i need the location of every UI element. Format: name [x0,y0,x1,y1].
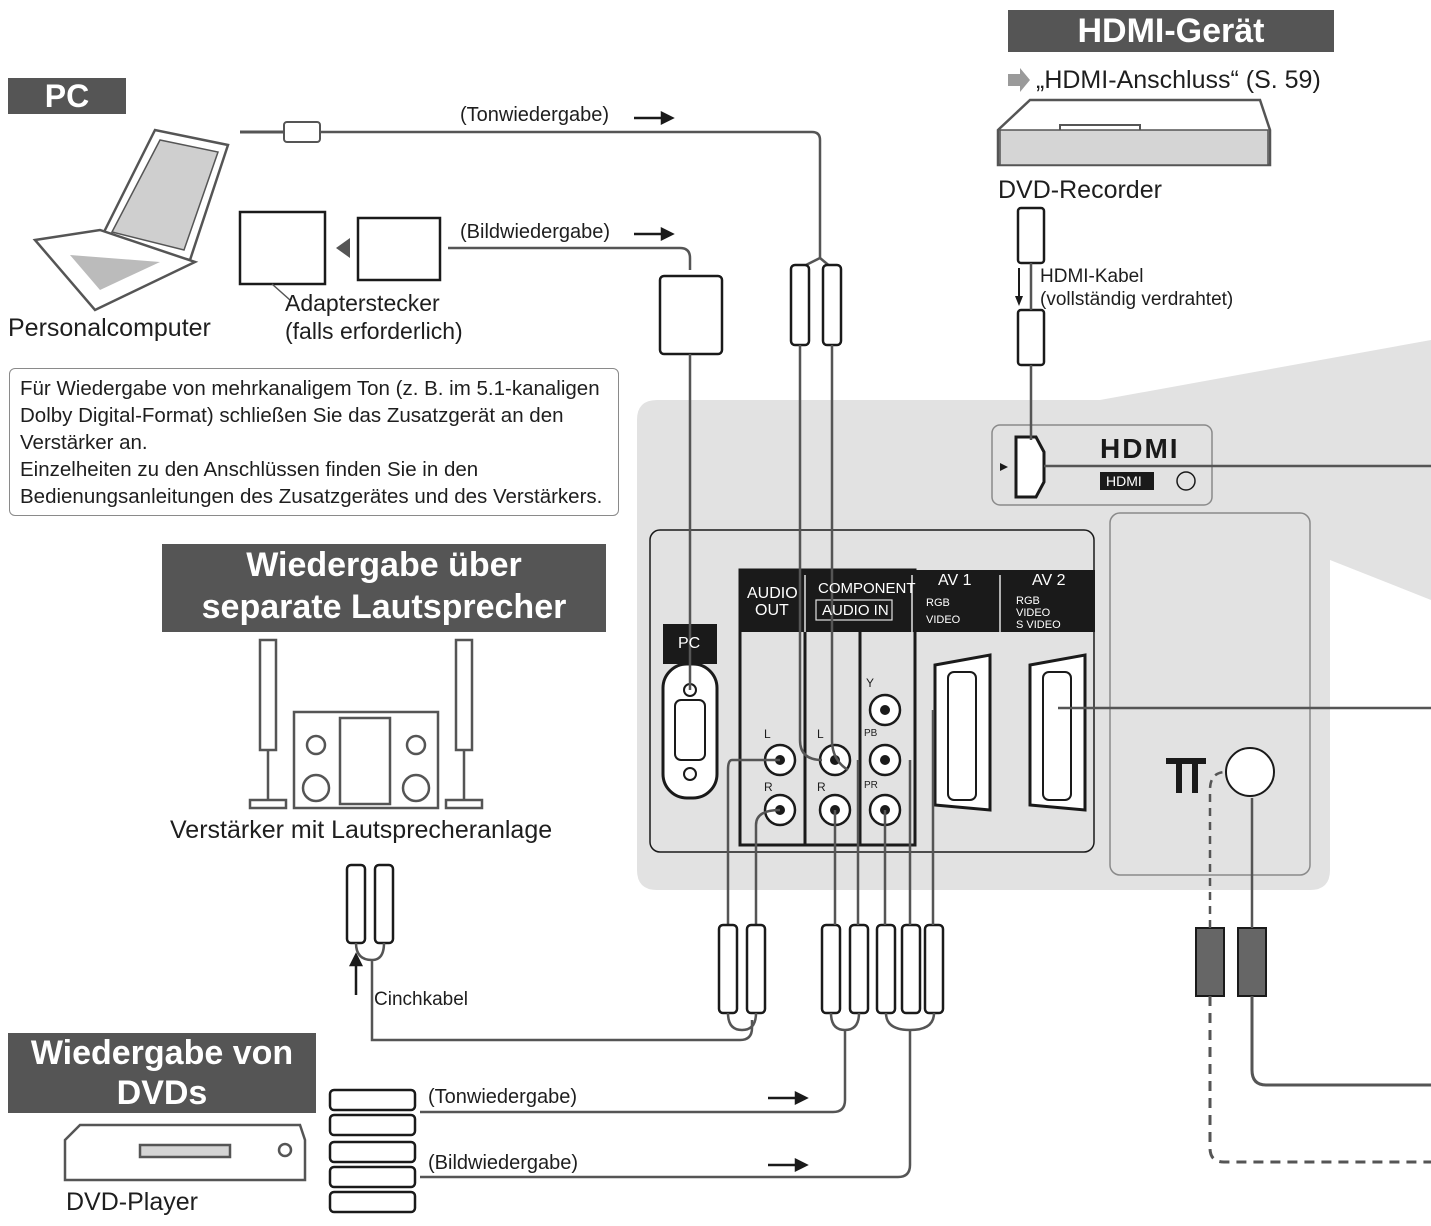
pc-audio-plug-left [789,263,811,347]
pc-port-label: PC [678,635,701,652]
hdmi-plug-top [1016,206,1046,265]
component-y-label: Y [866,676,875,690]
speakers-banner-line1: Wiedergabe über [246,546,522,584]
audio-in-r-label: R [817,780,826,794]
pc-banner: PC [8,78,126,114]
av2-label: AV 2 [1032,572,1066,589]
multichannel-note: Für Wiedergabe von mehrkanaligem Ton (z.… [9,368,619,516]
antenna-socket [1225,747,1275,797]
amp-cinch-plugs [345,863,395,945]
hdmi-cable-label-line2: (vollständig verdrahtet) [1040,289,1234,310]
adapter-caption-line2: (falls erforderlich) [285,318,463,344]
hdmi-cable-label-line1: HDMI-Kabel [1040,266,1144,287]
component-label: COMPONENT [818,580,916,597]
adapter-caption-line1: Adapterstecker [285,290,440,316]
dvd-banner: Wiedergabe von DVDs [8,1033,316,1113]
vga-plug [658,274,724,356]
speakers-banner-line2: separate Lautsprecher [201,588,567,626]
cinch-cable [354,942,754,1042]
av2-svideo-label: S VIDEO [1016,619,1061,631]
speakers-caption: Verstärker mit Lautsprecheranlage [170,816,553,844]
av1-scart-connector [933,653,992,812]
component-pr-label: PR [864,780,878,791]
audio-in-l-label: L [817,727,824,741]
av2-rgb-label: RGB [1016,595,1040,607]
audio-out-label-line1: AUDIO [747,585,798,602]
dvd-side-plugs [328,1088,417,1214]
av1-label: AV 1 [938,572,972,589]
dvd-video-cable-label: (Bildwiedergabe) [428,1152,579,1174]
pc-audio-plug-right [821,263,843,347]
laptop-caption: Personalcomputer [8,314,211,342]
direction-arrows [348,110,809,1173]
dvd-audio-cable-label: (Tonwiedergabe) [428,1086,577,1108]
antenna-icon [1166,758,1206,793]
dvd-recorder-illustration [996,98,1272,167]
cinch-cable-label: Cinchkabel [374,989,468,1010]
pc-video-cable-label: (Bildwiedergabe) [460,221,611,243]
pc-audio-cable [320,130,822,258]
antenna-cables [1195,770,1431,1164]
hdmi-socket-icon [1014,435,1046,499]
hdmi-badge: HDMI [1106,473,1142,489]
av1-rgb-label: RGB [926,597,950,609]
speakers-banner: Wiedergabe über separate Lautsprecher [162,544,606,632]
pc-video-cable [448,246,692,270]
audio-in-label: AUDIO IN [822,602,889,619]
note-line: Für Wiedergabe von mehrkanaligem Ton (z.… [20,377,600,400]
dvd-recorder-caption: DVD-Recorder [998,176,1162,204]
audio-out-r-label: R [764,780,773,794]
note-line: Bedienungsanleitungen des Zusatzgerätes … [20,485,603,508]
hdmi-plug-bottom [1016,308,1046,367]
dvd-banner-line2: DVDs [116,1074,208,1112]
av2-video-label: VIDEO [1016,607,1051,619]
hdmi-logo: HDMI [1100,433,1180,464]
audio-out-l-label: L [764,727,771,741]
pc-audio-cable-label: (Tonwiedergabe) [460,104,609,126]
speaker-system-illustration [248,638,484,810]
dvd-player-illustration [63,1123,307,1182]
hdmi-device-banner: HDMI-Gerät [1008,10,1334,52]
hdmi-reference: „HDMI-Anschluss“ (S. 59) [1036,66,1321,94]
laptop-illustration [32,128,230,312]
av1-video-label: VIDEO [926,614,961,626]
adapter-connector [238,210,442,286]
audio-out-label-line2: OUT [755,602,789,619]
av2-scart-connector [1028,653,1087,812]
note-line: Dolby Digital-Format) schließen Sie das … [20,404,564,427]
dvd-banner-line1: Wiedergabe von [30,1034,294,1072]
note-line: Einzelheiten zu den Anschlüssen finden S… [20,458,479,481]
reference-arrow-icon [1008,68,1030,92]
component-pb-label: PB [864,728,878,739]
dvd-player-caption: DVD-Player [66,1188,198,1216]
rca-plug-bank [717,923,945,1015]
antenna-box [1109,512,1311,876]
note-line: Verstärker an. [20,431,148,454]
